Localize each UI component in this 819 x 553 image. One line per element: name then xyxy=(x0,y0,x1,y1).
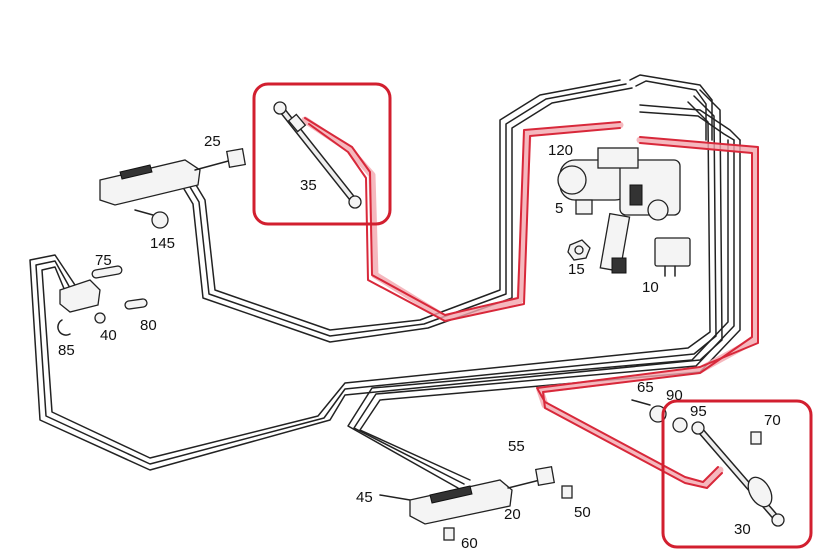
label-25: 25 xyxy=(204,133,221,150)
highlight-box-35 xyxy=(252,82,392,226)
clip-50 xyxy=(561,485,573,499)
clip-70 xyxy=(750,431,762,445)
label-15: 15 xyxy=(568,261,585,278)
label-45: 45 xyxy=(356,489,373,506)
cylinder-35 xyxy=(273,101,362,209)
label-10: 10 xyxy=(642,279,659,296)
part-labels: 25 35 145 75 80 40 85 120 5 15 10 65 90 … xyxy=(58,133,781,552)
label-55: 55 xyxy=(508,438,525,455)
bolt-65 xyxy=(631,399,651,406)
nut-15 xyxy=(567,239,591,261)
label-120: 120 xyxy=(548,142,573,159)
bolt-145 xyxy=(134,209,169,229)
highlight-box-30 xyxy=(661,399,813,549)
label-65: 65 xyxy=(637,379,654,396)
label-35: 35 xyxy=(300,177,317,194)
label-80: 80 xyxy=(140,317,157,334)
label-40: 40 xyxy=(100,327,117,344)
label-50: 50 xyxy=(574,504,591,521)
cylinder-bottom xyxy=(379,465,556,525)
label-85: 85 xyxy=(58,342,75,359)
clip-60 xyxy=(443,527,455,541)
hydraulic-lines xyxy=(29,74,741,489)
pump-assembly xyxy=(557,147,681,274)
relay-10 xyxy=(654,237,691,277)
label-60: 60 xyxy=(461,535,478,552)
label-95: 95 xyxy=(690,403,707,420)
label-70: 70 xyxy=(764,412,781,429)
clip-85 xyxy=(57,319,71,336)
label-5: 5 xyxy=(555,200,563,217)
cylinder-left xyxy=(59,265,148,324)
label-75: 75 xyxy=(95,252,112,269)
label-145: 145 xyxy=(150,235,175,252)
cylinder-top-left xyxy=(99,147,247,206)
ring-95 xyxy=(672,417,688,433)
cylinder-30 xyxy=(691,421,785,527)
label-20: 20 xyxy=(504,506,521,523)
label-90: 90 xyxy=(666,387,683,404)
highlighted-lines xyxy=(301,116,759,489)
label-30: 30 xyxy=(734,521,751,538)
